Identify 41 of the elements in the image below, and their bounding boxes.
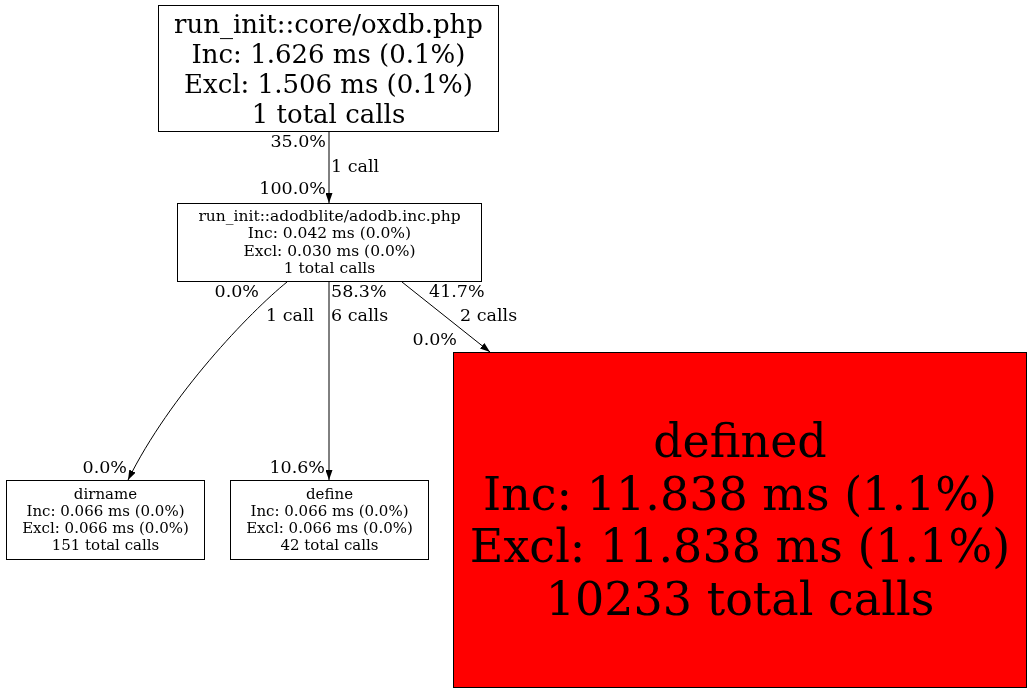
inclusive-time: Inc: 0.066 ms (0.0%): [26, 503, 185, 520]
hot-function-box: [453, 352, 1027, 688]
call-count: 1 total calls: [251, 98, 406, 129]
exclusive-time: Excl: 0.066 ms (0.0%): [246, 520, 413, 537]
call-count: 1 total calls: [283, 260, 376, 278]
function-box: [177, 203, 482, 282]
function-box: [230, 480, 429, 560]
function-name: run_init::adodblite/adodb.inc.php: [198, 207, 461, 225]
function-name: dirname: [73, 486, 138, 503]
arrow: [127, 281, 288, 481]
call-count: 10233 total calls: [545, 572, 935, 625]
arrow: [401, 281, 491, 353]
function-box: [6, 480, 205, 560]
percentage-label: 0.0%: [82, 459, 127, 477]
edge-label: 1 call: [331, 158, 380, 176]
inclusive-time: Inc: 11.838 ms (1.1%): [483, 467, 997, 520]
exclusive-time: Excl: 11.838 ms (1.1%): [469, 520, 1011, 573]
inclusive-time: Inc: 0.066 ms (0.0%): [250, 503, 409, 520]
arrow: [325, 281, 333, 481]
exclusive-time: Excl: 0.030 ms (0.0%): [243, 242, 416, 260]
function-name: defined: [653, 415, 827, 468]
percentage-label: 35.0%: [270, 133, 326, 151]
percentage-label: 0.0%: [214, 283, 259, 301]
call-count: 42 total calls: [280, 537, 379, 554]
exclusive-time: Excl: 0.066 ms (0.0%): [22, 520, 189, 537]
call-count: 151 total calls: [51, 537, 160, 554]
percentage-label: 58.3%: [331, 283, 387, 301]
function-name: run_init::core/oxdb.php: [174, 8, 483, 39]
edge-label: 1 call: [266, 307, 315, 325]
percentage-label: 100.0%: [259, 180, 326, 198]
inclusive-time: Inc: 0.042 ms (0.0%): [247, 225, 412, 243]
percentage-label: 0.0%: [412, 331, 457, 349]
arrow: [325, 131, 333, 204]
function-box: [158, 5, 499, 132]
function-name: define: [306, 486, 353, 503]
inclusive-time: Inc: 1.626 ms (0.1%): [191, 38, 466, 69]
percentage-label: 10.6%: [269, 459, 325, 477]
edge-label: 6 calls: [331, 307, 389, 325]
exclusive-time: Excl: 1.506 ms (0.1%): [184, 68, 473, 99]
percentage-label: 41.7%: [429, 283, 485, 301]
edge-label: 2 calls: [460, 307, 518, 325]
